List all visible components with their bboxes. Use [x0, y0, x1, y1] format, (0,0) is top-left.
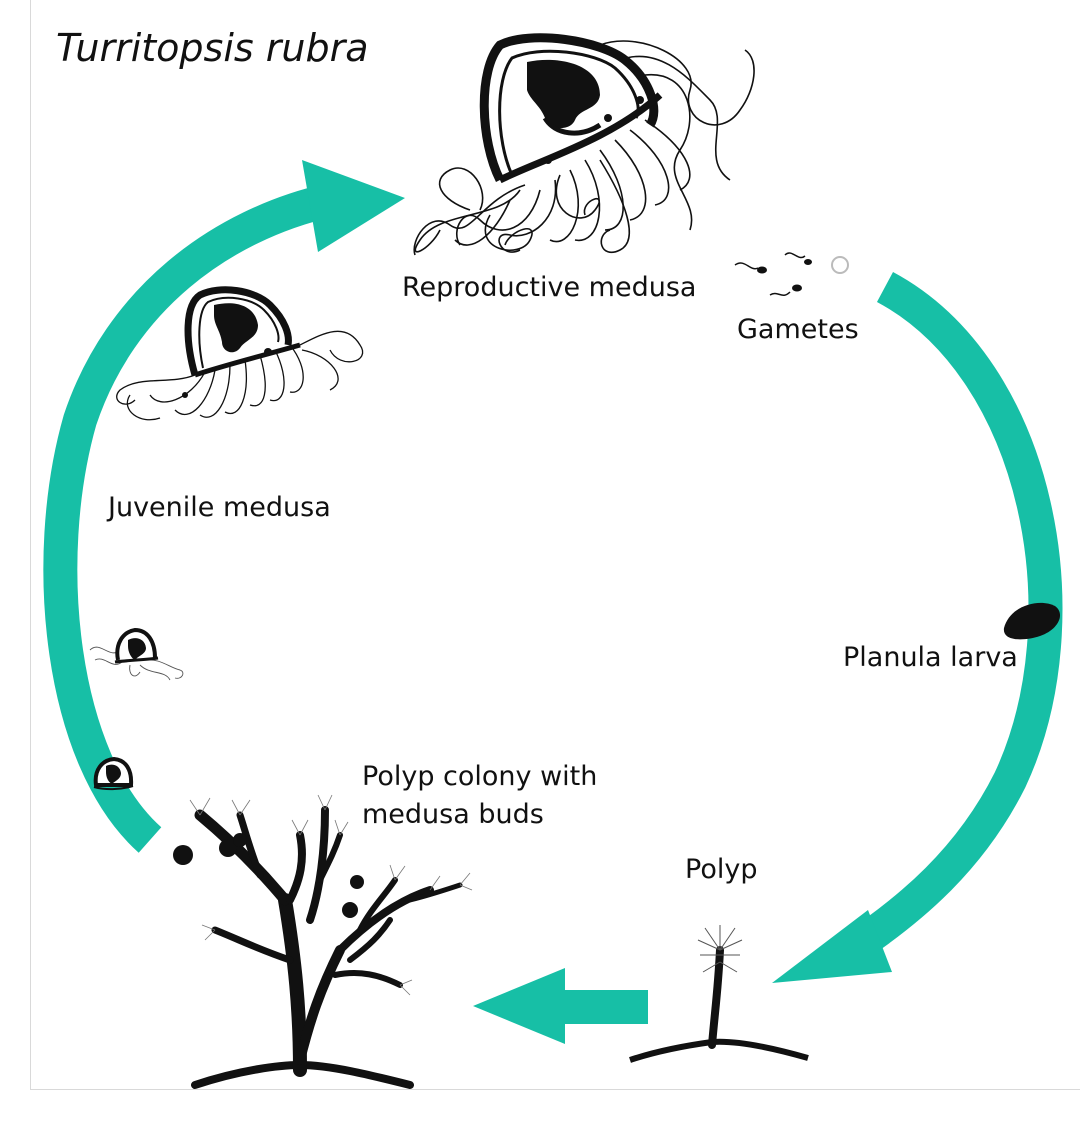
gametes-drawing: [734, 252, 849, 296]
arrow-gametes-to-polyp: [840, 272, 1063, 965]
arrowhead-to-medusa: [302, 160, 405, 252]
frame-bottom-border: [30, 1089, 1080, 1090]
arrowhead-to-colony: [473, 968, 565, 1044]
label-polyp: Polyp: [685, 854, 758, 885]
polyp-drawing: [629, 925, 809, 1063]
label-juvenile-medusa: Juvenile medusa: [108, 492, 331, 523]
juvenile-medusa-drawing: [116, 286, 364, 421]
tiny-medusa-drawing: [93, 756, 134, 791]
label-planula-larva: Planula larva: [843, 642, 1018, 673]
arrowhead-to-polyp: [772, 910, 892, 983]
label-reproductive-medusa: Reproductive medusa: [402, 272, 697, 303]
polyp-colony-drawing: [173, 794, 473, 1089]
label-polyp-colony-line2: medusa buds: [362, 799, 544, 830]
frame-left-border: [30, 0, 31, 1090]
label-gametes: Gametes: [737, 314, 859, 345]
diagram-title: Turritopsis rubra: [56, 26, 369, 70]
label-polyp-colony-line1: Polyp colony with: [362, 761, 598, 792]
small-juvenile-medusa-drawing: [89, 627, 184, 681]
arrow-colony-to-medusa: [43, 183, 334, 853]
planula-larva-drawing: [1003, 602, 1061, 640]
reproductive-medusa-drawing: [413, 33, 755, 256]
